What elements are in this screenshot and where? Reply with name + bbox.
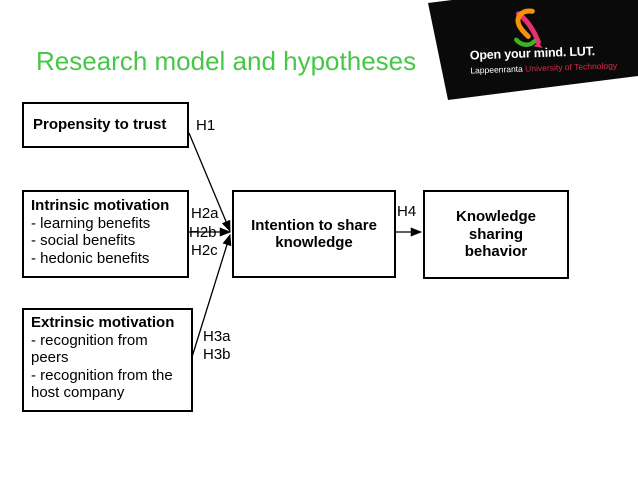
hypothesis-label-h3b: H3b [203, 346, 231, 363]
box-title: Intrinsic motivation [31, 197, 170, 214]
box-title: Extrinsic motivation [31, 314, 175, 331]
box-propensity-to-trust: Propensity to trust [22, 102, 189, 148]
lut-name-white: Lappeenranta [470, 63, 523, 76]
lut-logo-content: Open your mind. LUT. Lappeenranta Univer… [428, 0, 638, 100]
hypothesis-label-h2a: H2a [191, 205, 219, 222]
hypothesis-label-h3a: H3a [203, 328, 231, 345]
box-list-item: - social benefits [31, 232, 136, 249]
hypothesis-label-h1: H1 [196, 117, 216, 134]
lut-name-red: University of Technology [524, 60, 618, 74]
box-list-item: - learning benefits [31, 214, 151, 232]
page-title: Research model and hypotheses [36, 46, 417, 76]
lut-tagline: Open your mind. LUT. [469, 44, 596, 63]
box-title: Intention to share knowledge [251, 216, 377, 252]
box-intrinsic-motivation: Intrinsic motivation - learning benefits… [22, 190, 189, 278]
hypothesis-label-h4: H4 [397, 203, 417, 220]
box-list-item: - hedonic benefits [31, 249, 150, 267]
lut-ampersand-icon [514, 8, 543, 48]
box-knowledge-sharing-behavior: Knowledge sharing behavior [423, 190, 569, 279]
box-list-item: - recognition from peers [31, 331, 148, 367]
box-title: Knowledge sharing behavior [455, 208, 536, 261]
box-title: Propensity to trust [33, 116, 167, 134]
box-intention-to-share-knowledge: Intention to share knowledge [232, 190, 396, 278]
box-list-item: - recognition from the host company [31, 366, 173, 402]
lut-university-name: Lappeenranta University of Technology [470, 60, 617, 75]
box-extrinsic-motivation: Extrinsic motivation - recognition from … [22, 308, 193, 412]
hypothesis-label-h2b: H2b [189, 224, 217, 241]
hypothesis-label-h2c: H2c [191, 242, 218, 259]
lut-logo-banner: Open your mind. LUT. Lappeenranta Univer… [428, 0, 638, 100]
